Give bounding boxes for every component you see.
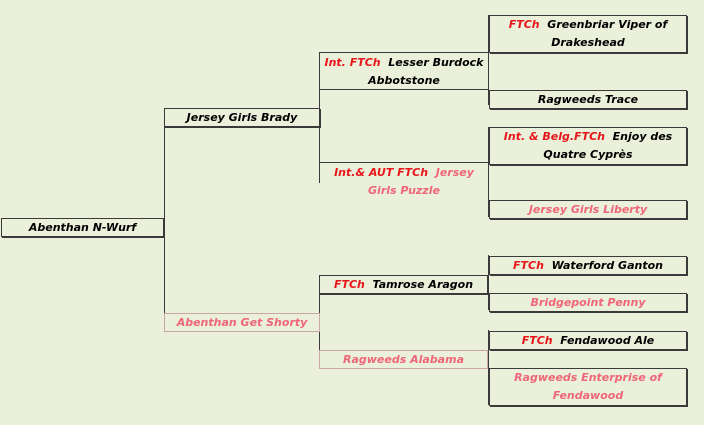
- sire-dam-name: Jersey Girls Puzzle: [368, 165, 474, 197]
- subject-cell[interactable]: Abenthan N-Wurf: [1, 218, 164, 237]
- ggp1-name: Greenbriar Viper of Drakeshead: [547, 18, 668, 49]
- dam-sire-name: Tamrose Aragon: [372, 277, 474, 291]
- ggp2-cell[interactable]: Ragweeds Trace: [489, 90, 687, 109]
- sire-sire-title: Int. FTCh: [324, 55, 381, 69]
- ggp8-cell[interactable]: Ragweeds Enterprise of Fendawood: [489, 368, 687, 406]
- ggp3-cell[interactable]: Int. & Belg.FTCh Enjoy des Quatre Cyprès: [489, 127, 687, 165]
- dam-cell[interactable]: Abenthan Get Shorty: [164, 313, 320, 332]
- dam-sire-title: FTCh: [333, 277, 365, 291]
- connector-ggp-b-vertical: [488, 127, 489, 217]
- ggp2-name: Ragweeds Trace: [537, 92, 639, 106]
- connector-sire-dam-tick: [319, 89, 489, 90]
- ggp5-name: Waterford Ganton: [551, 258, 663, 272]
- dam-dam-cell[interactable]: Ragweeds Alabama: [319, 350, 488, 369]
- sire-sire-cell[interactable]: Int. FTCh Lesser Burdock Abbotstone: [320, 52, 488, 90]
- connector-subject-vertical: [164, 126, 165, 332]
- ggp4-name: Jersey Girls Liberty: [528, 202, 648, 216]
- ggp3-name: Enjoy des Quatre Cyprès: [543, 130, 673, 161]
- connector-ggp-a-vertical: [488, 15, 489, 105]
- ggp5-cell[interactable]: FTCh Waterford Ganton: [489, 256, 687, 275]
- ggp7-title: FTCh: [521, 333, 553, 347]
- dam-dam-name: Ragweeds Alabama: [343, 352, 464, 366]
- ggp6-name: Bridgepoint Penny: [530, 295, 646, 309]
- ggp5-title: FTCh: [513, 258, 544, 272]
- ggp8-name: Ragweeds Enterprise of Fendawood: [514, 371, 662, 402]
- subject-name: Abenthan N-Wurf: [28, 220, 137, 234]
- ggp4-cell[interactable]: Jersey Girls Liberty: [489, 200, 687, 219]
- dam-sire-cell[interactable]: FTCh Tamrose Aragon: [319, 275, 488, 294]
- sire-dam-title: Int.& AUT FTCh: [334, 165, 429, 179]
- ggp1-cell[interactable]: FTCh Greenbriar Viper of Drakeshead: [489, 15, 687, 53]
- ggp3-title: Int. & Belg.FTCh: [503, 130, 605, 143]
- ggp6-cell[interactable]: Bridgepoint Penny: [489, 293, 687, 312]
- sire-cell[interactable]: Jersey Girls Brady: [164, 108, 320, 127]
- ggp7-name: Fendawood Ale: [560, 333, 655, 347]
- sire-name: Jersey Girls Brady: [186, 110, 298, 124]
- connector-ggp-c-vertical: [488, 255, 489, 310]
- dam-name: Abenthan Get Shorty: [176, 315, 308, 329]
- sire-dam-cell[interactable]: Int.& AUT FTCh Jersey Girls Puzzle: [320, 162, 488, 200]
- connector-ggp-d-vertical: [488, 330, 489, 405]
- ggp1-title: FTCh: [508, 18, 540, 31]
- ggp7-cell[interactable]: FTCh Fendawood Ale: [489, 331, 687, 350]
- sire-sire-name: Lesser Burdock Abbotstone: [368, 55, 484, 87]
